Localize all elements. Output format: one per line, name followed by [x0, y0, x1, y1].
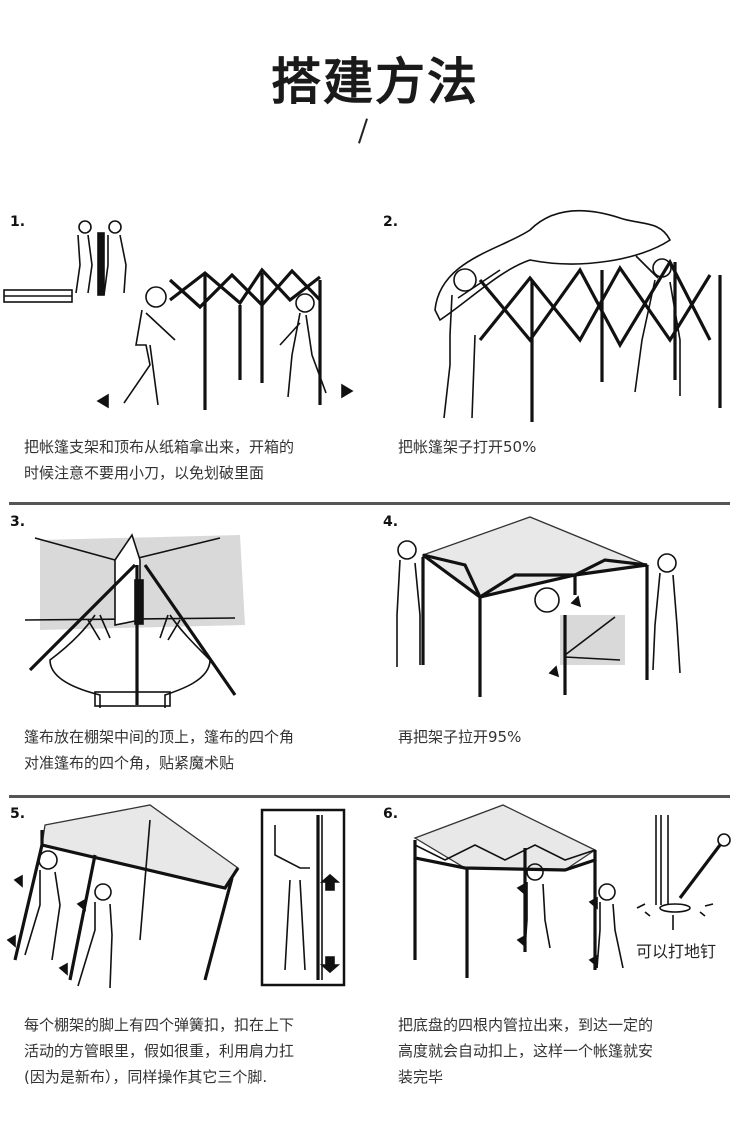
- arrow-icon: [570, 595, 582, 608]
- caption-line: 篷布放在棚架中间的顶上，篷布的四个角: [24, 728, 295, 746]
- man-figure: [443, 268, 501, 419]
- step-5-illustration: [6, 804, 346, 989]
- arrow-right-icon: [341, 383, 354, 399]
- woman-figure: [634, 255, 681, 396]
- arrow-icon: [13, 874, 23, 888]
- velcro-strip: [134, 579, 144, 625]
- caption-line: 把帐篷架子打开50%: [398, 438, 537, 456]
- caption-line: 把帐篷支架和顶布从纸箱拿出来，开箱的: [24, 438, 295, 456]
- step-4-illustration: [396, 516, 681, 697]
- page-title: 搭建方法: [271, 53, 479, 111]
- arrow-icon: [516, 934, 526, 948]
- arrow-left-icon: [96, 393, 109, 409]
- woman-figure: [279, 293, 327, 398]
- step-2-caption: 把帐篷架子打开50%: [398, 434, 738, 460]
- step-4-number: 4.: [383, 514, 399, 530]
- woman-figure: [596, 883, 624, 969]
- scissor-frame: [168, 267, 322, 410]
- caption-line: (因为是新布），同样操作其它三个脚.: [24, 1068, 268, 1086]
- section-divider: [9, 795, 730, 798]
- arrow-icon: [516, 882, 526, 896]
- man-figure: [524, 863, 551, 949]
- man-figure: [396, 540, 421, 667]
- arrow-icon: [588, 896, 598, 910]
- title-slash-mark: [358, 118, 368, 144]
- arrow-icon: [76, 898, 86, 912]
- canopy-roof: [413, 804, 597, 871]
- step-4-caption: 再把架子拉开95%: [398, 724, 738, 750]
- step-2-illustration: [434, 210, 722, 422]
- man-figure: [24, 850, 61, 961]
- stake-icon: [678, 844, 722, 899]
- stake-ring: [717, 833, 731, 847]
- caption-line: 活动的方管眼里，假如很重，利用肩力扛: [24, 1042, 295, 1060]
- step-2-number: 2.: [383, 214, 399, 230]
- canopy-fabric: [434, 210, 672, 322]
- step-1-number: 1.: [10, 214, 26, 230]
- arrow-icon: [6, 934, 16, 948]
- caption-line: 把底盘的四根内管拉出来，到达一定的: [398, 1016, 654, 1034]
- inset-person-figure: [274, 815, 323, 980]
- step-5-caption: 每个棚架的脚上有四个弹簧扣，扣在上下 活动的方管眼里，假如很重，利用肩力扛 (因…: [24, 1012, 369, 1090]
- arrow-icon: [58, 962, 68, 976]
- section-divider: [9, 502, 730, 505]
- arrow-down-icon: [319, 956, 341, 974]
- canopy-roof: [41, 804, 239, 889]
- arrow-icon: [548, 665, 560, 678]
- man-figure: [123, 286, 176, 406]
- small-people-figure: [75, 220, 127, 296]
- detail-inset-frame: [260, 808, 346, 987]
- caption-line: 时候注意不要用小刀，以免划破里面: [24, 464, 265, 482]
- caption-line: 每个棚架的脚上有四个弹簧扣，扣在上下: [24, 1016, 295, 1034]
- step-3-illustration: [24, 533, 245, 708]
- step-1-illustration: [3, 220, 354, 410]
- step-3-caption: 篷布放在棚架中间的顶上，篷布的四个角 对准篷布的四个角，贴紧魔术贴: [24, 724, 364, 776]
- step-6-illustration: [413, 804, 731, 978]
- caption-line: 对准篷布的四个角，贴紧魔术贴: [24, 754, 235, 772]
- ground-stake-annotation: 可以打地钉: [636, 942, 717, 961]
- scissor-frame: [478, 258, 722, 422]
- woman-figure: [77, 883, 113, 989]
- ground-stake-detail: [636, 815, 731, 930]
- caption-line: 高度就会自动扣上，这样一个帐篷就安: [398, 1042, 654, 1060]
- arrow-icon: [588, 954, 598, 968]
- step-1-caption: 把帐篷支架和顶布从纸箱拿出来，开箱的 时候注意不要用小刀，以免划破里面: [24, 434, 364, 486]
- caption-line: 再把架子拉开95%: [398, 728, 522, 746]
- step-6-number: 6.: [383, 806, 399, 822]
- woman-figure: [652, 553, 681, 674]
- caption-line: 装完毕: [398, 1068, 444, 1086]
- step-6-caption: 把底盘的四根内管拉出来，到达一定的 高度就会自动扣上，这样一个帐篷就安 装完毕: [398, 1012, 743, 1090]
- arrow-up-icon: [319, 873, 341, 891]
- step-5-number: 5.: [10, 806, 26, 822]
- hands-figure: [49, 614, 211, 708]
- lock-detail-figure: [534, 587, 621, 695]
- step-3-number: 3.: [10, 514, 26, 530]
